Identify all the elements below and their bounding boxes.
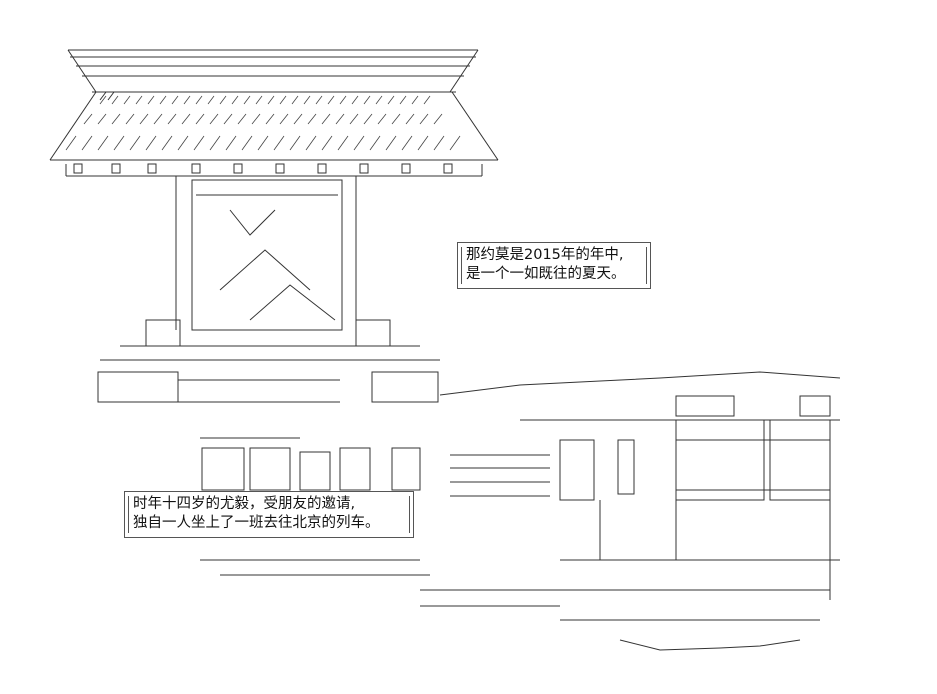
narration-line-2: 独自一人坐上了一班去往北京的列车。 bbox=[133, 515, 380, 531]
gate-tower bbox=[97, 176, 440, 403]
platform-stalls bbox=[200, 437, 560, 607]
narration-line-2: 是一个一如既往的夏天。 bbox=[466, 266, 626, 282]
station-gate-roof bbox=[49, 49, 499, 177]
narration-line-1: 那约莫是2015年的年中, bbox=[466, 247, 624, 263]
narration-box-top: 那约莫是2015年的年中, 是一个一如既往的夏天。 bbox=[457, 242, 651, 289]
narration-box-bottom: 时年十四岁的尤毅，受朋友的邀请, 独自一人坐上了一班去往北京的列车。 bbox=[124, 491, 414, 538]
gate-beam-blocks bbox=[73, 163, 453, 174]
narration-line-1: 时年十四岁的尤毅，受朋友的邀请, bbox=[133, 496, 356, 512]
train-car bbox=[439, 371, 841, 651]
roof-hatching bbox=[65, 95, 461, 151]
